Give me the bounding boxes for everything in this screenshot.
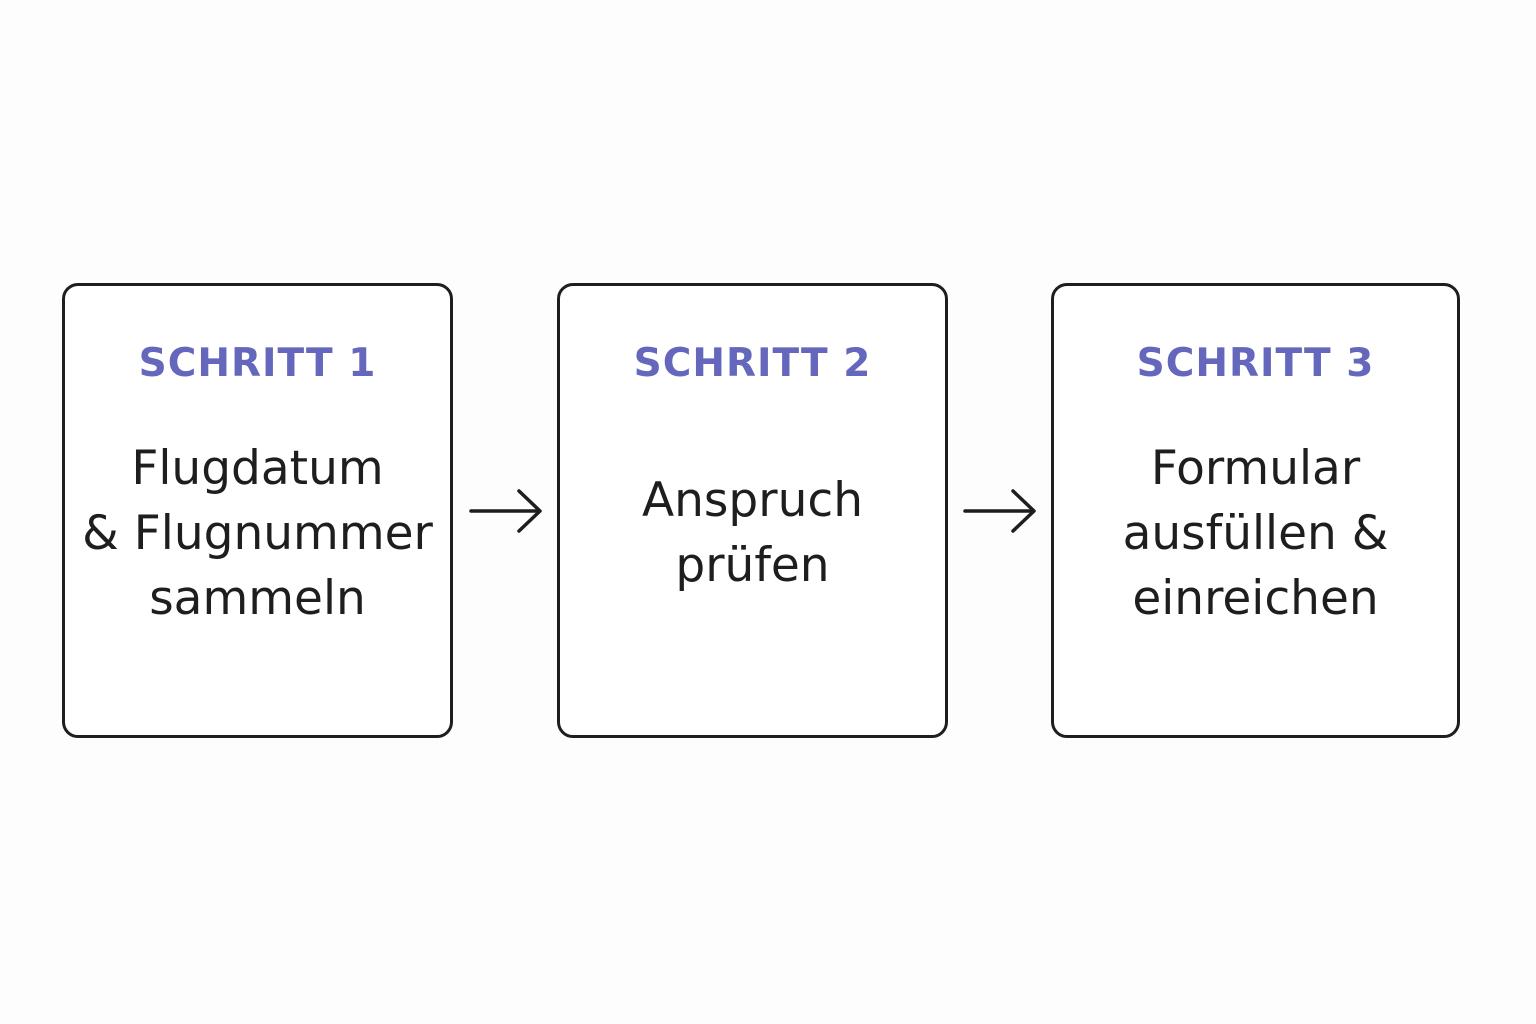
step-label-1: SCHRITT 1 <box>138 341 377 386</box>
step-text-3: Formular ausfüllen & einreichen <box>1122 441 1389 626</box>
arrow-right-icon <box>469 485 545 537</box>
step-box-3: SCHRITT 3 Formular ausfüllen & einreiche… <box>1051 283 1460 738</box>
step-box-1: SCHRITT 1 Flugdatum & Flugnummer sammeln <box>62 283 453 738</box>
step-label-2: SCHRITT 2 <box>633 341 872 386</box>
arrow-right-icon <box>963 485 1039 537</box>
step-label-3: SCHRITT 3 <box>1136 341 1375 386</box>
step-box-2: SCHRITT 2 Anspruch prüfen <box>557 283 948 738</box>
step-text-1: Flugdatum & Flugnummer sammeln <box>82 441 433 626</box>
step-text-2: Anspruch prüfen <box>641 473 863 593</box>
